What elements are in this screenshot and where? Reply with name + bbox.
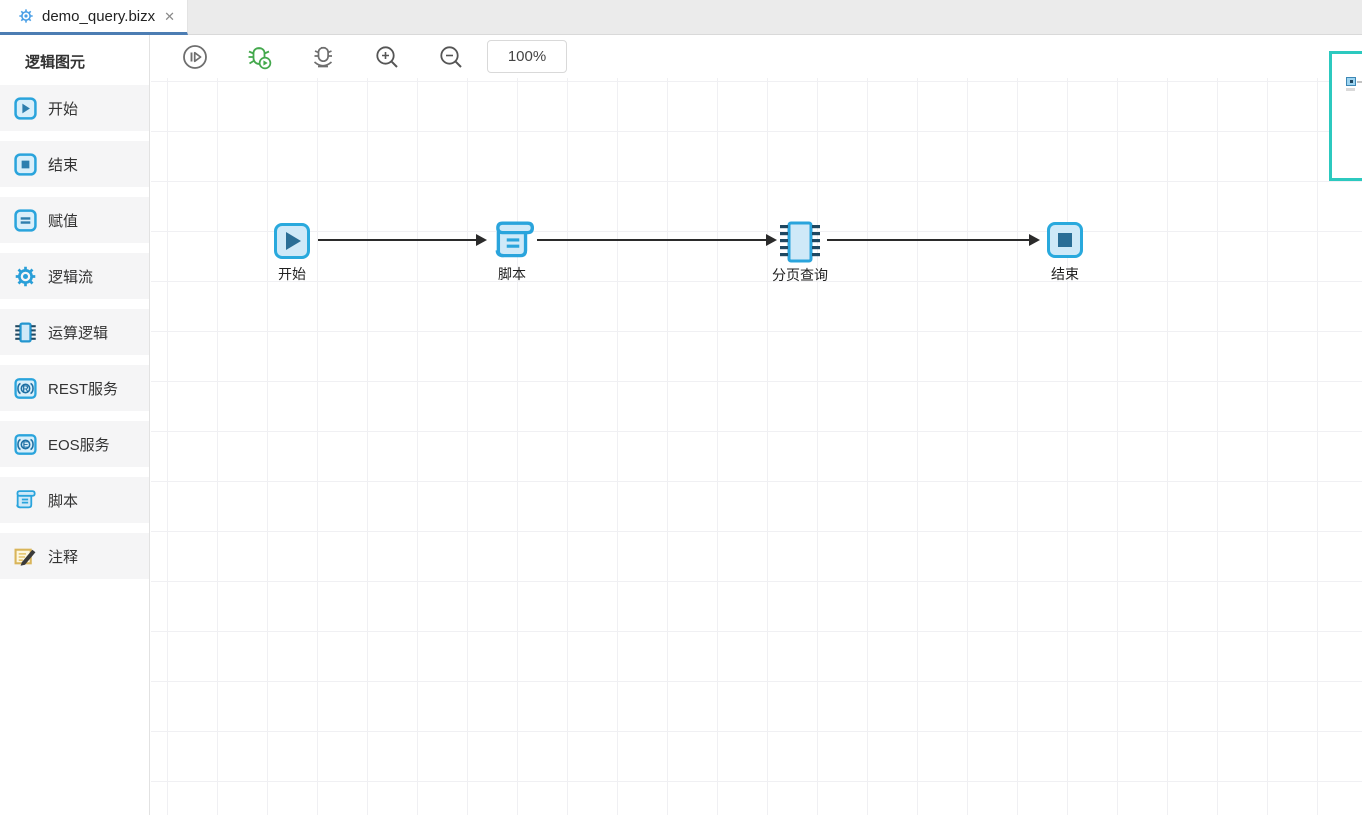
- comment-icon: [13, 544, 37, 568]
- palette-item-label: 脚本: [48, 492, 79, 510]
- run-button[interactable]: [182, 44, 208, 70]
- svg-text:E: E: [22, 439, 28, 449]
- end-node-icon: [13, 152, 37, 176]
- palette-item-label: 运算逻辑: [48, 324, 109, 342]
- palette-list: 开始 结束 赋值: [0, 85, 149, 579]
- run-icon: [182, 44, 208, 70]
- arrow-head-icon: [476, 234, 487, 246]
- debug-deploy-icon: [310, 44, 336, 70]
- node-end[interactable]: [1047, 222, 1083, 258]
- paged-query-chip-icon: [777, 217, 823, 267]
- palette-item-start[interactable]: 开始: [0, 85, 149, 131]
- tab-demo-query[interactable]: demo_query.bizx ✕: [0, 0, 188, 35]
- minimap[interactable]: [1329, 51, 1362, 181]
- end-node-icon: [1047, 222, 1083, 258]
- zoom-out-icon: [438, 44, 464, 70]
- assignment-icon: [13, 208, 37, 232]
- eos-service-icon: E: [13, 432, 37, 456]
- palette-item-label: 注释: [48, 548, 79, 566]
- node-paged-query[interactable]: [777, 217, 823, 267]
- palette-item-script[interactable]: 脚本: [0, 477, 149, 523]
- palette-item-assignment[interactable]: 赋值: [0, 197, 149, 243]
- tab-bar: demo_query.bizx ✕: [0, 0, 1362, 35]
- debug-run-icon: [245, 43, 273, 70]
- node-script[interactable]: [490, 219, 536, 263]
- minimap-label-mark: [1346, 88, 1355, 91]
- arrow-head-icon: [766, 234, 777, 246]
- palette-item-end[interactable]: 结束: [0, 141, 149, 187]
- palette-item-logic-flow[interactable]: 逻辑流: [0, 253, 149, 299]
- palette-item-comment[interactable]: 注释: [0, 533, 149, 579]
- zoom-out-button[interactable]: [438, 44, 464, 70]
- minimap-connector: [1357, 81, 1362, 83]
- svg-text:R: R: [22, 383, 28, 393]
- rest-service-icon: R: [13, 376, 37, 400]
- gear-icon: [18, 8, 34, 24]
- palette-item-label: EOS服务: [48, 436, 110, 454]
- palette-sidebar: 逻辑图元 开始 结束: [0, 35, 150, 815]
- debug-deploy-button[interactable]: [310, 44, 336, 70]
- palette-item-label: REST服务: [48, 380, 119, 398]
- start-node-icon: [13, 96, 37, 120]
- close-icon[interactable]: ✕: [164, 8, 176, 24]
- script-node-icon: [490, 219, 536, 263]
- zoom-level-button[interactable]: 100%: [487, 40, 567, 73]
- node-start[interactable]: [274, 223, 310, 259]
- node-label-script: 脚本: [498, 266, 526, 282]
- minimap-node: [1346, 77, 1356, 86]
- canvas-toolbar: 100%: [151, 35, 1362, 78]
- sidebar-title: 逻辑图元: [25, 54, 86, 71]
- palette-item-label: 赋值: [48, 212, 79, 230]
- palette-item-operation-logic[interactable]: 运算逻辑: [0, 309, 149, 355]
- palette-item-label: 结束: [48, 156, 79, 174]
- palette-item-eos-service[interactable]: E EOS服务: [0, 421, 149, 467]
- node-label-start: 开始: [278, 266, 306, 282]
- script-icon: [13, 488, 37, 512]
- logic-flow-gear-icon: [13, 264, 37, 288]
- start-node-icon: [274, 223, 310, 259]
- flow-canvas[interactable]: 开始 脚本: [151, 78, 1362, 815]
- palette-item-label: 开始: [48, 100, 79, 118]
- operation-logic-chip-icon: [13, 320, 37, 344]
- zoom-in-icon: [374, 44, 400, 70]
- zoom-in-button[interactable]: [374, 44, 400, 70]
- palette-item-rest-service[interactable]: R REST服务: [0, 365, 149, 411]
- palette-item-label: 逻辑流: [48, 268, 94, 286]
- node-label-paged-query: 分页查询: [772, 267, 828, 283]
- arrow-head-icon: [1029, 234, 1040, 246]
- node-label-end: 结束: [1051, 266, 1079, 282]
- tab-title: demo_query.bizx: [42, 7, 156, 25]
- debug-run-button[interactable]: [246, 44, 272, 70]
